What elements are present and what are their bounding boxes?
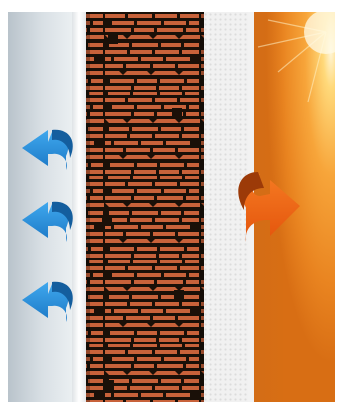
inner-plaster-layer — [72, 12, 86, 402]
wall-insulation-illustration — [8, 12, 335, 402]
